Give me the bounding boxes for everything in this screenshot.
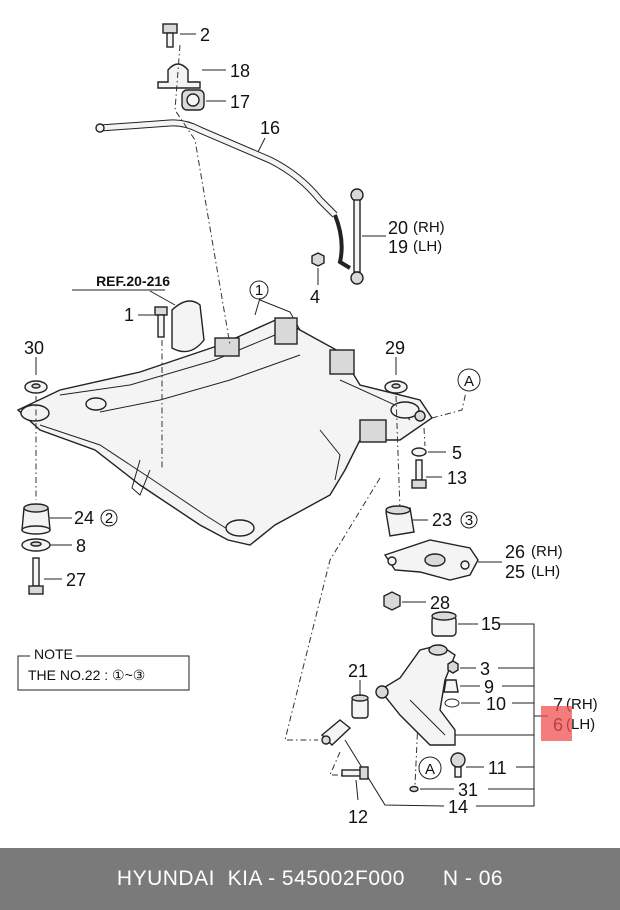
label-26: 26 bbox=[505, 542, 525, 562]
label-a-1: A bbox=[464, 373, 474, 390]
label-7: 7 bbox=[553, 695, 563, 715]
label-18: 18 bbox=[230, 61, 250, 81]
lower-arm-7-6 bbox=[375, 644, 456, 746]
bracket-18 bbox=[157, 63, 201, 89]
label-23-circle: 3 bbox=[465, 512, 473, 529]
highlight-marker bbox=[541, 706, 572, 741]
label-30: 30 bbox=[24, 338, 44, 358]
label-14: 14 bbox=[448, 797, 468, 817]
bolt-2 bbox=[162, 23, 178, 48]
label-10: 10 bbox=[486, 694, 506, 714]
label-19: 19 bbox=[388, 237, 408, 257]
label-25-side: (LH) bbox=[531, 563, 560, 580]
label-19-side: (LH) bbox=[413, 238, 442, 255]
label-24-circle: 2 bbox=[105, 510, 113, 527]
ref-label: REF.20-216 bbox=[96, 273, 170, 289]
nut-28 bbox=[383, 591, 401, 611]
label-a-2: A bbox=[425, 761, 435, 778]
bushing-21 bbox=[351, 694, 369, 719]
note-heading: NOTE bbox=[34, 646, 73, 662]
ref-circle-a-1 bbox=[457, 368, 481, 392]
bushing-23 bbox=[385, 505, 415, 537]
bushing-24 bbox=[21, 503, 51, 535]
label-21: 21 bbox=[348, 661, 368, 681]
label-26-side: (RH) bbox=[531, 543, 563, 560]
diagram-canvas: REF.20-216 NOTE THE NO.22 : ①~③ 2 18 17 … bbox=[16, 23, 598, 827]
label-12: 12 bbox=[348, 807, 368, 827]
washer-30 bbox=[24, 380, 48, 394]
stabilizer-link-20-19 bbox=[333, 188, 364, 285]
label-15: 15 bbox=[481, 614, 501, 634]
label-2: 2 bbox=[200, 25, 210, 45]
label-17: 17 bbox=[230, 92, 250, 112]
bushing-17 bbox=[181, 89, 205, 111]
bolt-27 bbox=[28, 557, 44, 595]
label-3: 3 bbox=[480, 659, 490, 679]
washer-8 bbox=[21, 538, 51, 552]
bolt-1 bbox=[154, 306, 168, 338]
label-9: 9 bbox=[484, 677, 494, 697]
boot-9 bbox=[443, 679, 459, 693]
label-8: 8 bbox=[76, 536, 86, 556]
bolt-12 bbox=[341, 766, 369, 780]
ball-joint-11 bbox=[450, 752, 466, 778]
bolt-13 bbox=[411, 459, 427, 489]
sub-frame-1 bbox=[16, 299, 433, 546]
footer-bar: HYUNDAI KIA - 545002F000 N - 06 bbox=[0, 848, 620, 910]
label-1a: 1 bbox=[124, 305, 134, 325]
ring-10 bbox=[444, 698, 460, 708]
bracket-26-25 bbox=[383, 539, 479, 581]
label-11: 11 bbox=[488, 758, 507, 778]
parts-diagram: REF.20-216 NOTE THE NO.22 : ①~③ 2 18 17 … bbox=[16, 23, 598, 827]
label-31: 31 bbox=[458, 780, 478, 800]
washer-5 bbox=[411, 447, 427, 457]
label-28: 28 bbox=[430, 593, 450, 613]
washer-31 bbox=[409, 785, 419, 793]
label-1b: 1 bbox=[255, 282, 263, 299]
label-29: 29 bbox=[385, 338, 405, 358]
label-7-side: (RH) bbox=[566, 696, 598, 713]
nut-3 bbox=[447, 660, 459, 674]
label-23: 23 bbox=[432, 510, 452, 530]
label-27: 27 bbox=[66, 570, 86, 590]
nut-4 bbox=[311, 252, 325, 267]
label-13: 13 bbox=[447, 468, 467, 488]
label-16: 16 bbox=[260, 118, 280, 138]
label-25: 25 bbox=[505, 562, 525, 582]
washer-29 bbox=[384, 380, 408, 394]
label-20-side: (RH) bbox=[413, 219, 445, 236]
bushing-15 bbox=[431, 611, 457, 637]
note-text: THE NO.22 : ①~③ bbox=[28, 667, 145, 683]
label-5: 5 bbox=[452, 443, 462, 463]
label-4: 4 bbox=[310, 287, 320, 307]
label-20: 20 bbox=[388, 218, 408, 238]
label-24: 24 bbox=[74, 508, 94, 528]
ref-circle-a-2 bbox=[418, 756, 442, 780]
bushing-14 bbox=[320, 719, 352, 746]
insulator-ref bbox=[171, 300, 205, 353]
label-6-side: (LH) bbox=[566, 716, 595, 733]
footer-part-number: HYUNDAI KIA - 545002F000 N - 06 bbox=[116, 867, 504, 890]
stabilizer-bar-16 bbox=[95, 119, 338, 218]
note-box bbox=[17, 648, 190, 691]
